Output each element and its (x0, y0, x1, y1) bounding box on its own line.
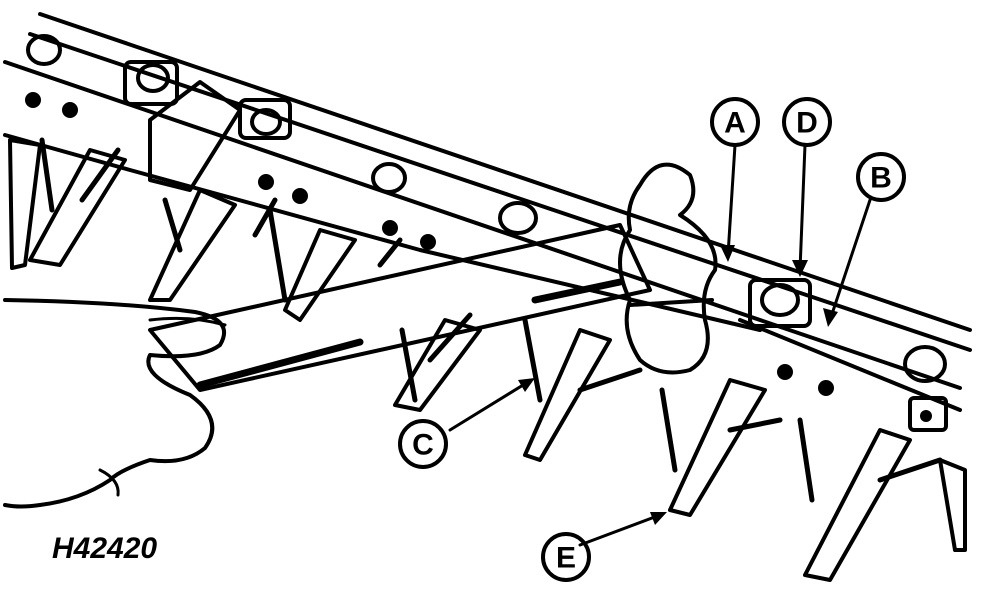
callout-b: B (856, 152, 906, 202)
guard-7 (668, 378, 767, 517)
leader-b (828, 198, 872, 322)
hammer-handle (148, 223, 652, 392)
arrow-e (650, 512, 667, 525)
arrow-b (823, 308, 838, 327)
guard-3 (148, 188, 237, 302)
leader-e (578, 513, 662, 547)
bar-bolt-holes (26, 34, 947, 383)
arrow-c (518, 378, 535, 392)
guard-9 (938, 458, 967, 552)
hammer-head (618, 162, 718, 375)
section-rivets (25, 92, 932, 422)
arrow-d (792, 260, 808, 277)
callout-label-c: C (412, 429, 434, 462)
arrowheads (518, 245, 838, 525)
callout-label-d: D (796, 107, 818, 140)
cutterbar-frame (3, 12, 972, 412)
leader-a (726, 143, 737, 257)
callout-label-b: B (870, 162, 892, 195)
arrow-a (720, 245, 735, 262)
callout-c: C (398, 419, 448, 469)
callout-a: A (710, 97, 760, 147)
hand (3, 298, 227, 509)
guard-6 (523, 328, 612, 462)
leader-lines (448, 143, 872, 547)
callout-label-a: A (724, 107, 746, 140)
knife-guards (8, 138, 967, 582)
guard-1 (8, 138, 42, 270)
hammer (148, 162, 718, 392)
knife-sections (39, 137, 943, 503)
leader-d (798, 143, 807, 272)
guard-8 (803, 428, 912, 582)
guard-4 (283, 228, 357, 322)
hold-down-clips (123, 60, 948, 432)
leader-c (448, 380, 530, 432)
callout-e: E (541, 532, 591, 582)
callout-d: D (782, 97, 832, 147)
callout-label-e: E (556, 542, 576, 575)
figure-id: H42420 (52, 532, 157, 565)
